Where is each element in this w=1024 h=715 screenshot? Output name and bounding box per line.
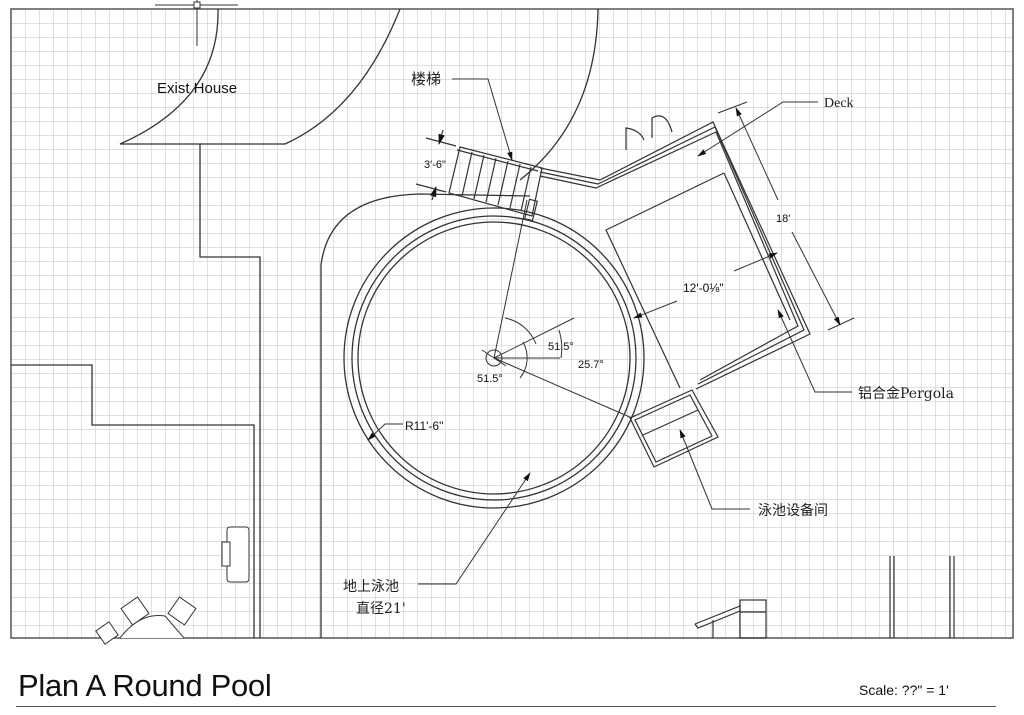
angle-label-a: 51.5° bbox=[548, 341, 574, 353]
crosshair-marker-icon bbox=[155, 0, 238, 46]
stairs-width-label: 3'-6" bbox=[424, 159, 446, 171]
pergola-width-label: 12'-0⅛" bbox=[683, 281, 724, 295]
pergola-width-dimension bbox=[633, 252, 778, 319]
lower-right-structures bbox=[694, 556, 955, 639]
angle-label-c: 51.5° bbox=[477, 373, 503, 385]
angle-dimensions bbox=[481, 199, 633, 419]
deck-length-label: 18' bbox=[776, 213, 790, 225]
title-underline bbox=[16, 706, 996, 707]
stairs bbox=[415, 129, 543, 222]
deck bbox=[539, 115, 811, 390]
house-outline bbox=[11, 8, 599, 638]
angle-label-b: 25.7° bbox=[578, 359, 604, 371]
deck-label: Deck bbox=[824, 96, 854, 111]
grid-background bbox=[10, 8, 1014, 639]
patio-furniture bbox=[95, 526, 250, 645]
drawing-title: Plan A Round Pool bbox=[18, 668, 272, 703]
scale-note: Scale: ??" = 1' bbox=[859, 682, 949, 698]
patio-outline bbox=[320, 193, 531, 638]
above-ground-pool bbox=[343, 207, 645, 509]
pool-label-line2: 直径21' bbox=[356, 600, 406, 617]
pergola-label: 铝合金Pergola bbox=[858, 386, 954, 402]
leader-lines bbox=[367, 78, 852, 585]
exist-house-label: Exist House bbox=[157, 80, 237, 97]
pool-equipment-room bbox=[629, 389, 719, 468]
stairs-label: 楼梯 bbox=[411, 70, 441, 88]
equipment-room-label: 泳池设备间 bbox=[758, 502, 828, 519]
pergola bbox=[605, 172, 791, 389]
pool-radius-label: R11'-6" bbox=[405, 419, 443, 433]
deck-length-dimension bbox=[717, 101, 855, 331]
pool-label-line1: 地上泳池 bbox=[343, 579, 399, 595]
